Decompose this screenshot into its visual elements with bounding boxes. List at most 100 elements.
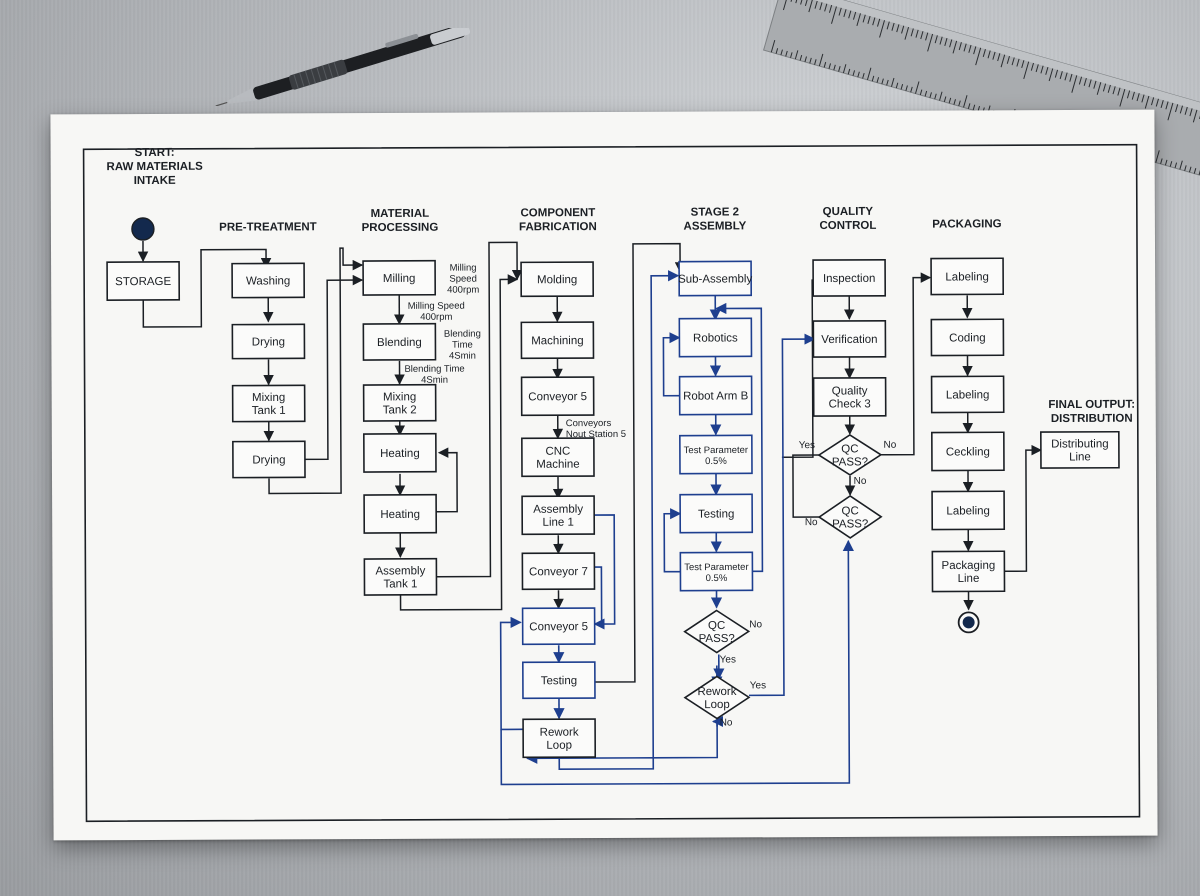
step-coding: Coding [930,318,1005,357]
step-robotics: Robotics [678,317,753,358]
edge-label-no: No [854,476,867,487]
step-qcpass3-shape [817,494,883,539]
step-storage-label: STORAGE [115,276,171,288]
step-assemblytank-shape [363,557,438,596]
step-robotarm-shape [678,375,753,416]
step-robotics-shape [678,317,753,358]
step-robotarm-label: Robot Arm B [683,390,749,402]
edge-label-no: No [883,440,896,451]
step-conveyor5a: Conveyor 5 [520,376,595,417]
step-molding-label: Molding [537,274,577,286]
edge-label-no: No [805,517,818,528]
step-milling-label: Milling [383,273,416,285]
step-testing2: Testing [679,493,754,534]
step-testing1: Testing [522,661,596,700]
step-labeling1-label: Labeling [945,271,989,283]
header-final-output: FINAL OUTPUT:DISTRIBUTION [1048,399,1135,425]
step-inspection: Inspection [812,258,887,297]
step-testing2-label: Testing [698,508,734,520]
step-conveyor7-label: Conveyor 7 [529,566,588,578]
step-heating2-label: Heating [380,509,420,521]
sheet-border [82,143,1141,823]
step-labeling3-shape [931,490,1006,531]
step-heating2-shape [363,493,438,534]
step-labeling2-label: Labeling [946,389,990,401]
step-storage-shape [106,261,181,301]
step-testparam1-shape [679,434,753,475]
step-conveyor5b-label: Conveyor 5 [529,621,588,633]
start-node [131,217,155,241]
step-testing1-label: Testing [541,675,577,687]
step-conveyor7: Conveyor 7 [521,552,596,591]
step-labeling3-label: Labeling [946,505,990,517]
step-milling-shape [362,259,437,296]
edge-label-yes: Yes [799,440,815,451]
step-rework2-shape [683,675,751,720]
step-subassembly-shape [678,260,753,297]
step-packagingline-shape [931,550,1006,593]
step-conveyor5b-shape [521,607,596,646]
step-coding-label: Coding [949,332,986,344]
step-drying1-shape [231,323,306,360]
step-blending: Blending [362,322,437,361]
step-labeling1-shape [930,257,1005,296]
step-qualitycheck-shape [812,376,887,417]
step-inspection-label: Inspection [823,273,875,285]
edge-label-yes: Yes [720,654,736,665]
step-testing2-shape [679,493,754,534]
step-mixing2-shape [362,383,437,422]
step-molding-shape [520,261,595,298]
step-conveyor5a-shape [520,376,595,417]
step-conveyor7-shape [521,552,596,591]
step-machining-shape [520,321,595,360]
step-machining: Machining [520,321,595,360]
step-heating1-label: Heating [380,448,420,460]
step-verification-label: Verification [821,334,877,346]
step-cnc-shape [521,437,595,478]
step-ceckling-label: Ceckling [946,446,990,458]
step-subassembly-label: Sub-Assembly [678,273,752,285]
step-blending-shape [362,322,437,361]
step-qcpass2-shape [817,433,883,476]
step-drying1: Drying [231,323,306,360]
step-heating1-shape [363,432,437,473]
step-heating1: Heating [363,432,437,473]
step-washing-shape [231,262,306,299]
step-conveyor5a-label: Conveyor 5 [528,391,587,403]
step-verification: Verification [812,319,887,358]
step-rework1-shape [522,718,597,759]
step-heating2: Heating [363,493,438,534]
step-labeling1: Labeling [930,257,1005,296]
step-conveyor5b: Conveyor 5 [521,607,596,646]
mechanical-pencil [215,28,471,106]
